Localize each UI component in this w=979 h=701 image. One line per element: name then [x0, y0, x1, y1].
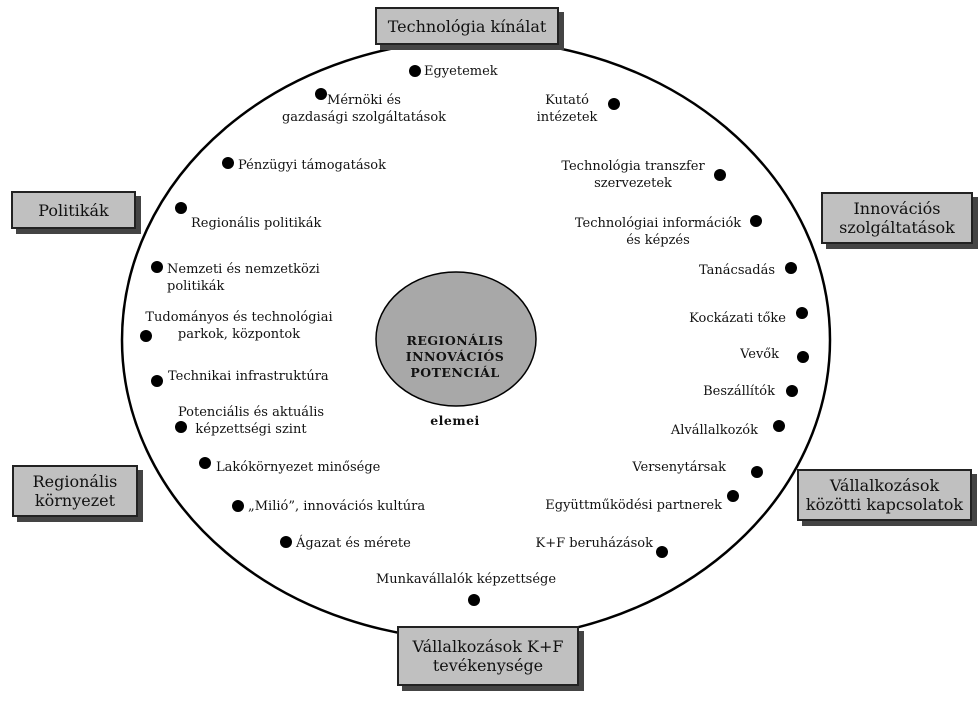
label-skill-level: Potenciális és aktuális képzettségi szin… [177, 405, 325, 437]
dot-tech-information [750, 215, 762, 227]
label-partners: Együttműködési partnerek [545, 498, 722, 513]
dot-milieu [232, 500, 244, 512]
box-regional-environment: Regionális környezet [12, 465, 138, 517]
label-competitors: Versenytársak [632, 460, 726, 475]
label-rnd-investment: K+F beruházások [535, 536, 653, 551]
label-tech-transfer: Technológia transzfer szervezetek [561, 159, 705, 191]
dot-financial-support [222, 157, 234, 169]
dot-sector-size [280, 536, 292, 548]
dot-national-policies [151, 261, 163, 273]
label-national-policies: Nemzeti és nemzetközi politikák [167, 262, 320, 294]
label-tech-information: Technológiai információk és képzés [574, 216, 742, 248]
label-research-institutes: Kutató intézetek [536, 93, 598, 125]
label-living-environment: Lakókörnyezet minősége [216, 460, 381, 475]
label-subcontractors: Alvállalkozók [670, 423, 758, 438]
center-title-sub: elemei [430, 413, 480, 428]
label-tech-infrastructure: Technikai infrastruktúra [168, 369, 329, 384]
dot-engineering-services [315, 88, 327, 100]
dot-consulting [785, 262, 797, 274]
dot-science-parks [140, 330, 152, 342]
dot-suppliers [786, 385, 798, 397]
dot-employee-skills [468, 594, 480, 606]
dot-customers [797, 351, 809, 363]
label-suppliers: Beszállítók [703, 384, 775, 399]
dot-tech-infrastructure [151, 375, 163, 387]
dot-living-environment [199, 457, 211, 469]
dot-skill-level [175, 421, 187, 433]
dot-partners [727, 490, 739, 502]
dot-research-institutes [608, 98, 620, 110]
label-milieu: „Milió”, innovációs kultúra [248, 499, 426, 514]
label-customers: Vevők [740, 347, 779, 362]
center-title: REGIONÁLIS INNOVÁCIÓS POTENCIÁL elemei [377, 301, 533, 445]
label-regional-policies: Regionális politikák [191, 216, 322, 231]
label-employee-skills: Munkavállalók képzettsége [375, 572, 557, 587]
dot-tech-transfer [714, 169, 726, 181]
label-consulting: Tanácsadás [699, 263, 775, 278]
dot-rnd-investment [656, 546, 668, 558]
box-technology-supply: Technológia kínálat [375, 7, 559, 45]
box-business-rnd: Vállalkozások K+F tevékenysége [397, 626, 579, 686]
box-business-relations: Vállalkozások közötti kapcsolatok [797, 469, 972, 521]
box-innovation-services: Innovációs szolgáltatások [821, 192, 973, 244]
dot-regional-policies [175, 202, 187, 214]
center-title-main: REGIONÁLIS INNOVÁCIÓS POTENCIÁL [405, 333, 505, 380]
label-sector-size: Ágazat és mérete [296, 536, 411, 551]
dot-universities [409, 65, 421, 77]
label-venture-capital: Kockázati tőke [689, 311, 786, 326]
dot-venture-capital [796, 307, 808, 319]
label-financial-support: Pénzügyi támogatások [238, 158, 386, 173]
label-engineering-services: Mérnöki és gazdasági szolgáltatások [281, 93, 447, 125]
label-universities: Egyetemek [424, 64, 498, 79]
box-policies: Politikák [11, 191, 136, 229]
label-science-parks: Tudományos és technológiai parkok, közpo… [145, 310, 333, 342]
dot-competitors [751, 466, 763, 478]
center-ellipse [375, 271, 537, 407]
dot-subcontractors [773, 420, 785, 432]
